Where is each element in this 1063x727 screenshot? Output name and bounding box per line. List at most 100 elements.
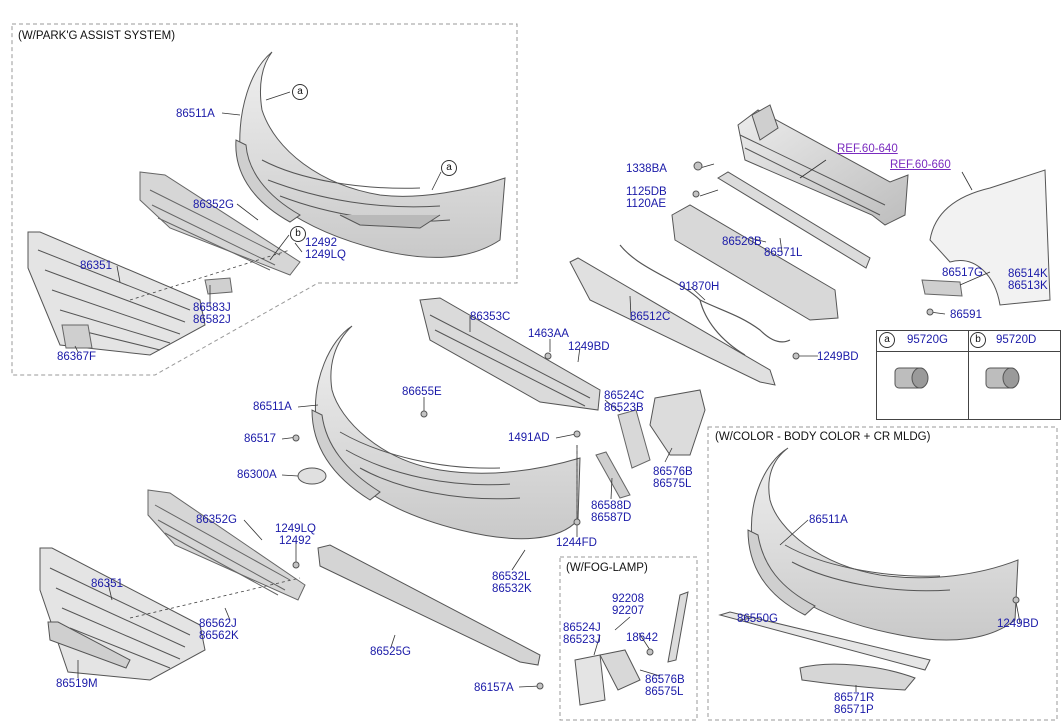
park-assist-frame <box>11 23 518 376</box>
part-86367F[interactable]: 86367F <box>57 351 97 363</box>
fog-trim <box>667 591 689 663</box>
part-95720D[interactable]: 95720D <box>996 334 1037 346</box>
sensor-table <box>876 330 1061 420</box>
lower-strip <box>717 171 871 269</box>
part-86655E[interactable]: 86655E <box>402 386 442 398</box>
sensor-table-divider <box>968 331 969 419</box>
fog-bracket-mid <box>617 409 651 469</box>
marker-b-box: b <box>970 332 986 348</box>
sensor-a <box>894 367 929 389</box>
part-86576B-fog[interactable]: 86576B <box>645 674 685 686</box>
part-86352G-top[interactable]: 86352G <box>193 199 234 211</box>
part-1249LQ-top[interactable]: 1249LQ <box>305 249 346 261</box>
part-92208[interactable]: 92208 <box>612 593 644 605</box>
part-86562K[interactable]: 86562K <box>199 630 239 642</box>
bracket-top <box>204 277 233 295</box>
marker-a-2: a <box>441 160 457 176</box>
part-86576B-mid[interactable]: 86576B <box>653 466 693 478</box>
part-86351-bot[interactable]: 86351 <box>91 578 123 590</box>
part-12492-top[interactable]: 12492 <box>305 237 337 249</box>
license-plate-bracket <box>47 621 131 669</box>
fog-lamp-frame <box>559 556 698 721</box>
leader-lines <box>74 91 1021 692</box>
part-86511A-mid[interactable]: 86511A <box>253 401 292 413</box>
grille-top-back <box>139 171 301 276</box>
part-86512C[interactable]: 86512C <box>630 311 671 323</box>
part-86571P[interactable]: 86571P <box>834 704 874 716</box>
part-86523J[interactable]: 86523J <box>563 634 601 646</box>
lower-cover-main <box>317 544 541 666</box>
part-1249BD-right[interactable]: 1249BD <box>997 618 1039 630</box>
part-1244FD[interactable]: 1244FD <box>556 537 597 549</box>
part-1338BA[interactable]: 1338BA <box>626 163 667 175</box>
marker-a-1: a <box>292 84 308 100</box>
section-park-assist: (W/PARK'G ASSIST SYSTEM) <box>18 30 176 42</box>
part-86517G[interactable]: 86517G <box>942 267 983 279</box>
part-86575L-fog[interactable]: 86575L <box>645 686 684 698</box>
bumper-cover-top <box>235 51 506 258</box>
part-1249LQ-bot[interactable]: 1249LQ <box>275 523 316 535</box>
fender <box>929 169 1051 306</box>
fog-lamp-unit <box>574 649 641 706</box>
fasteners <box>292 161 1020 690</box>
part-86519M[interactable]: 86519M <box>56 678 98 690</box>
part-86520B[interactable]: 86520B <box>722 236 762 248</box>
section-color-body: (W/COLOR - BODY COLOR + CR MLDG) <box>715 431 931 443</box>
part-86514K[interactable]: 86514K <box>1008 268 1048 280</box>
side-trim-mid <box>649 389 706 456</box>
part-1249BD-center[interactable]: 1249BD <box>568 341 610 353</box>
ref-60-640[interactable]: REF.60-640 <box>837 143 898 155</box>
color-body-frame <box>707 426 1058 721</box>
part-91870H[interactable]: 91870H <box>679 281 720 293</box>
part-86550G[interactable]: 86550G <box>737 613 778 625</box>
chrome-molding-right <box>718 611 931 671</box>
part-86511A-top[interactable]: 86511A <box>176 108 215 120</box>
part-86300A[interactable]: 86300A <box>237 469 277 481</box>
part-92207[interactable]: 92207 <box>612 605 644 617</box>
grille-top-front <box>27 231 206 356</box>
part-86571R[interactable]: 86571R <box>834 692 875 704</box>
part-86587D[interactable]: 86587D <box>591 512 632 524</box>
bumper-cover-right <box>747 447 1019 641</box>
part-86353C[interactable]: 86353C <box>470 311 511 323</box>
part-12492-bot[interactable]: 12492 <box>279 535 311 547</box>
part-1120AE[interactable]: 1120AE <box>626 198 667 210</box>
part-86525G[interactable]: 86525G <box>370 646 411 658</box>
emblem-plate-top <box>61 324 93 349</box>
part-86562J[interactable]: 86562J <box>199 618 237 630</box>
ref-60-660[interactable]: REF.60-660 <box>890 159 951 171</box>
marker-b-1: b <box>290 226 306 242</box>
part-86524J[interactable]: 86524J <box>563 622 601 634</box>
part-1463AA[interactable]: 1463AA <box>528 328 569 340</box>
sensor-b <box>985 367 1020 389</box>
wiring-harness <box>619 244 791 356</box>
part-86582J[interactable]: 86582J <box>193 314 231 326</box>
part-86511A-right[interactable]: 86511A <box>809 514 848 526</box>
part-86157A[interactable]: 86157A <box>474 682 514 694</box>
part-86532L[interactable]: 86532L <box>492 571 531 583</box>
part-86351-top[interactable]: 86351 <box>80 260 112 272</box>
part-86571L[interactable]: 86571L <box>764 247 803 259</box>
part-86532K[interactable]: 86532K <box>492 583 532 595</box>
energy-absorber <box>671 204 839 321</box>
part-86575L-mid[interactable]: 86575L <box>653 478 692 490</box>
fender-bracket <box>921 279 963 297</box>
part-86352G-bot[interactable]: 86352G <box>196 514 237 526</box>
part-86513K[interactable]: 86513K <box>1008 280 1048 292</box>
upper-grille-frame <box>419 297 601 411</box>
part-86591[interactable]: 86591 <box>950 309 982 321</box>
reinforcement-beam <box>737 104 909 226</box>
part-95720G[interactable]: 95720G <box>907 334 948 346</box>
part-86583J[interactable]: 86583J <box>193 302 231 314</box>
lower-garnish-right <box>799 663 916 691</box>
marker-a-box: a <box>879 332 895 348</box>
part-86517[interactable]: 86517 <box>244 433 276 445</box>
part-18642[interactable]: 18642 <box>626 632 658 644</box>
part-86588D[interactable]: 86588D <box>591 500 632 512</box>
part-86523B[interactable]: 86523B <box>604 402 644 414</box>
part-1491AD[interactable]: 1491AD <box>508 432 550 444</box>
part-1249BD-mid[interactable]: 1249BD <box>817 351 859 363</box>
part-1125DB[interactable]: 1125DB <box>626 186 667 198</box>
grille-mid-back <box>147 489 306 601</box>
part-86524C[interactable]: 86524C <box>604 390 645 402</box>
